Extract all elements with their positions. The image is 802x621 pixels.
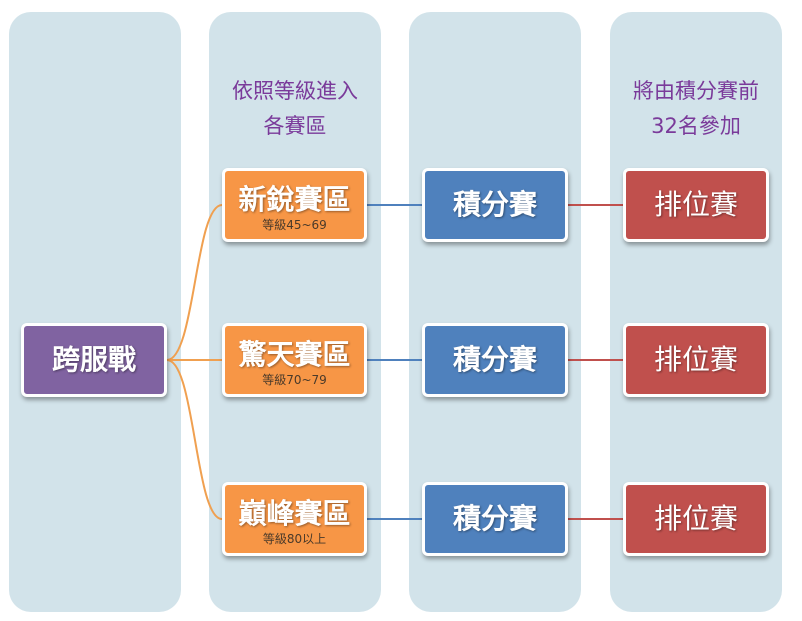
rank-label: 排位賽 xyxy=(653,502,738,535)
zones-note: 依照等級進入 各賽區 xyxy=(232,79,358,138)
points-node-2: 積分賽 xyxy=(422,323,568,397)
rank-label: 排位賽 xyxy=(653,188,738,221)
zone-node-3: 巔峰賽區 等級80以上 xyxy=(222,482,367,556)
points-node-3: 積分賽 xyxy=(422,482,568,556)
root-label: 跨服戰 xyxy=(51,343,136,376)
points-label: 積分賽 xyxy=(452,502,537,535)
zone-label: 巔峰賽區 xyxy=(238,496,351,530)
zone-label: 新銳賽區 xyxy=(238,182,351,216)
rank-label: 排位賽 xyxy=(653,343,738,376)
zone-node-2: 驚天賽區 等級70~79 xyxy=(222,323,367,397)
rank-node-2: 排位賽 xyxy=(623,323,769,397)
zone-level: 等級45~69 xyxy=(262,217,327,232)
points-label: 積分賽 xyxy=(452,343,537,376)
zone-level: 等級70~79 xyxy=(262,372,327,387)
rank-node-3: 排位賽 xyxy=(623,482,769,556)
rank-node-1: 排位賽 xyxy=(623,168,769,242)
zone-label: 驚天賽區 xyxy=(238,337,351,371)
root-node: 跨服戰 xyxy=(21,323,167,397)
points-label: 積分賽 xyxy=(452,188,537,221)
zone-level: 等級80以上 xyxy=(262,531,327,546)
zone-node-1: 新銳賽區 等級45~69 xyxy=(222,168,367,242)
column-root xyxy=(9,12,181,612)
points-node-1: 積分賽 xyxy=(422,168,568,242)
rank-note: 將由積分賽前 32名參加 xyxy=(633,79,759,138)
